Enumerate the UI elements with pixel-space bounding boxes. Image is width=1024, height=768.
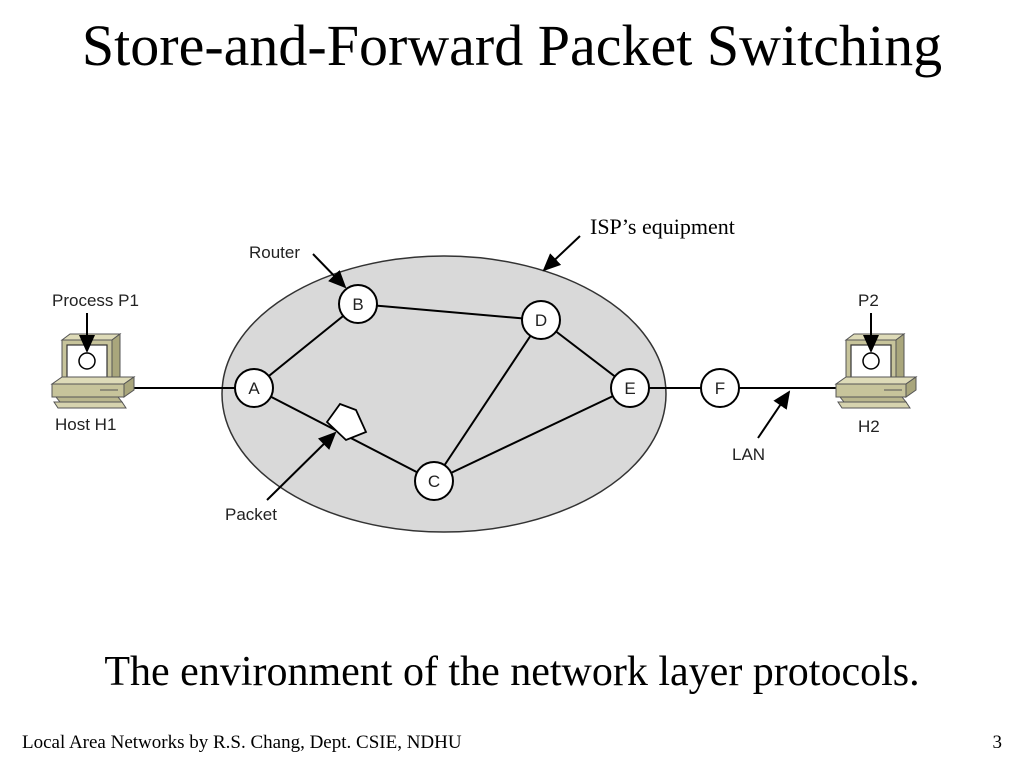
packet-shape [325, 402, 368, 442]
link-c-e [433, 387, 631, 482]
router-arrow [312, 253, 347, 289]
packet-arrow [266, 431, 337, 501]
router-label: Router [249, 243, 300, 262]
node-d: D [521, 300, 561, 340]
node-b: B [338, 284, 378, 324]
node-b-label: B [352, 295, 363, 314]
node-f-label: F [715, 379, 725, 398]
lan-arrow [757, 390, 791, 439]
node-f: F [700, 368, 740, 408]
node-a: A [234, 368, 274, 408]
slide-title: Store-and-Forward Packet Switching [81, 13, 943, 78]
process-p1-label: Process P1 [52, 291, 139, 310]
p2-label: P2 [858, 291, 879, 310]
host-h2-computer-icon [834, 333, 918, 409]
link-a-b [253, 303, 359, 389]
node-e: E [610, 368, 650, 408]
isp-arrow [542, 235, 581, 272]
packet-label: Packet [225, 505, 277, 524]
node-c-label: C [428, 472, 440, 491]
host-h1-computer-icon [50, 333, 136, 409]
link-b-d [357, 303, 542, 321]
node-d-label: D [535, 311, 547, 330]
isp-equipment-label: ISP’s equipment [590, 214, 735, 239]
arrows [79, 235, 879, 501]
node-c: C [414, 461, 454, 501]
slide-caption: The environment of the network layer pro… [104, 649, 920, 695]
node-e-label: E [624, 379, 635, 398]
h2-label: H2 [858, 417, 880, 436]
slide-footer: Local Area Networks by R.S. Chang, Dept.… [22, 732, 462, 753]
node-a-label: A [248, 379, 260, 398]
page-number: 3 [992, 732, 1003, 753]
host-h1-label: Host H1 [55, 415, 116, 434]
link-d-c [433, 319, 542, 482]
lan-label: LAN [732, 445, 765, 464]
